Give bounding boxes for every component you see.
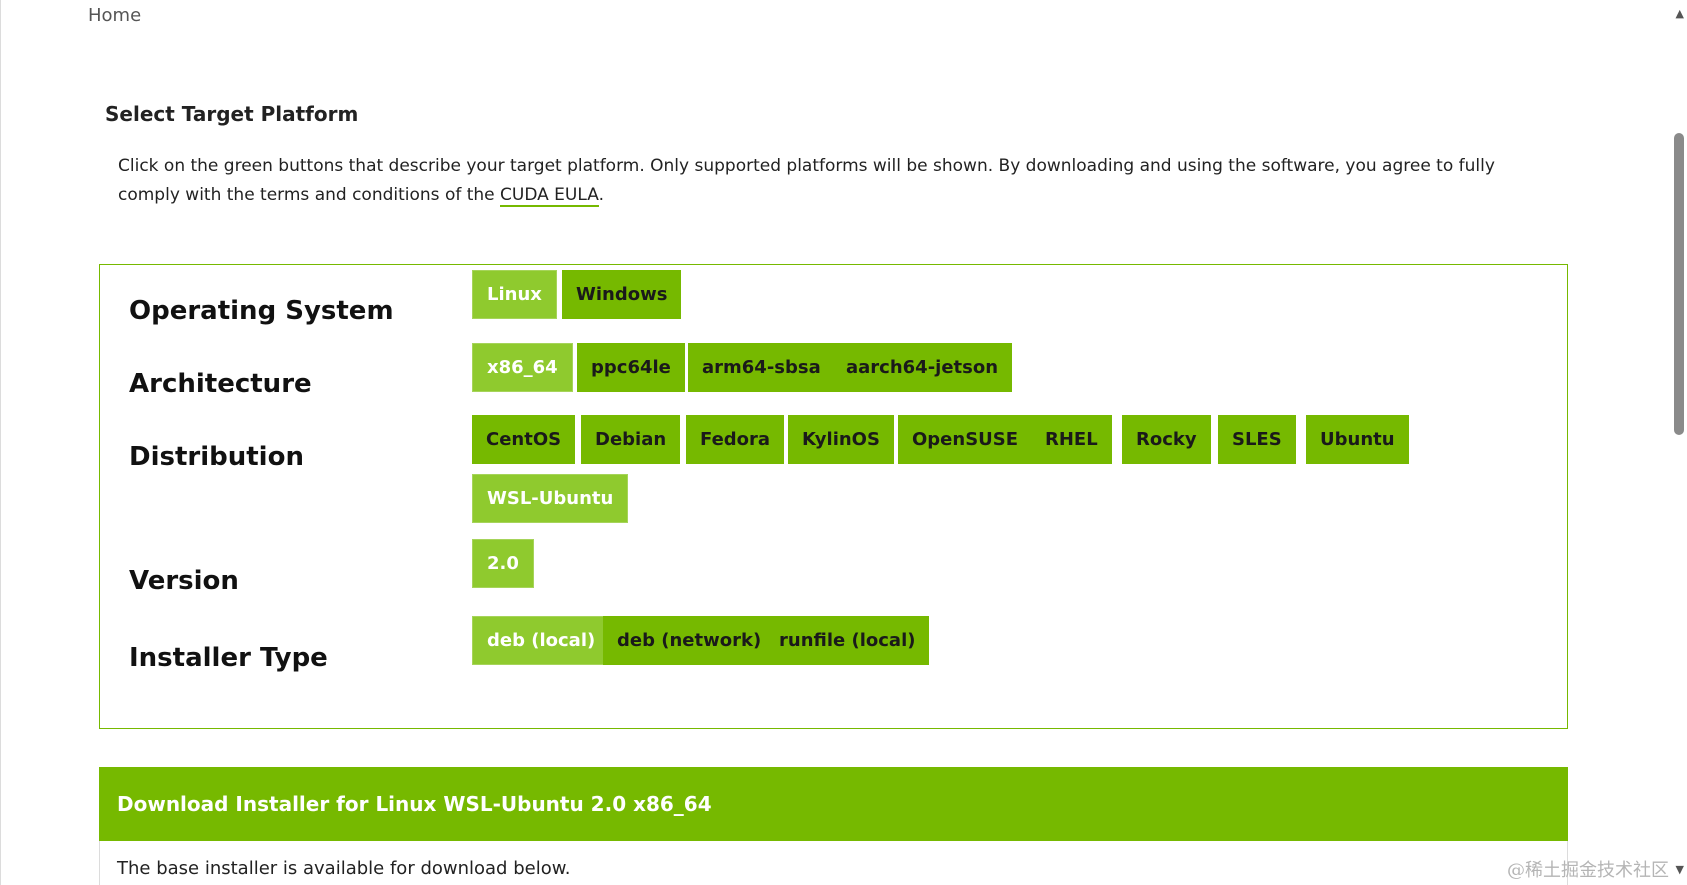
- distro-option-wsl-ubuntu[interactable]: WSL-Ubuntu: [472, 474, 629, 523]
- version-label: Version: [129, 566, 239, 596]
- intro-body: Click on the green buttons that describe…: [118, 156, 1495, 205]
- installer-option-runfile-local[interactable]: runfile (local): [765, 616, 930, 665]
- distro-option-fedora[interactable]: Fedora: [686, 415, 785, 464]
- installer-label: Installer Type: [129, 643, 328, 673]
- triangle-down-icon[interactable]: ▼: [1675, 863, 1684, 876]
- installer-option-deb-network[interactable]: deb (network): [603, 616, 776, 665]
- scrollbar-thumb[interactable]: [1674, 133, 1684, 435]
- cuda-eula-link[interactable]: CUDA EULA: [500, 185, 599, 207]
- triangle-up-icon[interactable]: ▲: [1675, 7, 1684, 20]
- intro-end: .: [598, 185, 604, 205]
- os-option-windows[interactable]: Windows: [562, 270, 682, 319]
- scrollbar[interactable]: ▲ ▼: [1671, 0, 1687, 885]
- left-divider: [0, 0, 1, 885]
- section-title: Select Target Platform: [105, 102, 359, 126]
- os-label: Operating System: [129, 296, 394, 326]
- installer-option-deb-local[interactable]: deb (local): [472, 616, 611, 665]
- platform-selector: [99, 264, 1568, 729]
- arch-option-x86-64[interactable]: x86_64: [472, 343, 573, 392]
- distro-option-kylinos[interactable]: KylinOS: [788, 415, 894, 464]
- distro-option-opensuse[interactable]: OpenSUSE: [898, 415, 1033, 464]
- distro-option-ubuntu[interactable]: Ubuntu: [1306, 415, 1409, 464]
- breadcrumb-home[interactable]: Home: [88, 5, 142, 26]
- distro-option-sles[interactable]: SLES: [1218, 415, 1296, 464]
- arch-option-aarch64-jetson[interactable]: aarch64-jetson: [832, 343, 1013, 392]
- arch-option-ppc64le[interactable]: ppc64le: [577, 343, 685, 392]
- download-banner: Download Installer for Linux WSL-Ubuntu …: [99, 767, 1568, 841]
- distro-label: Distribution: [129, 442, 304, 472]
- watermark: @稀土掘金技术社区: [1507, 860, 1669, 881]
- download-body: [99, 841, 1568, 885]
- distro-option-rocky[interactable]: Rocky: [1122, 415, 1211, 464]
- arch-label: Architecture: [129, 369, 312, 399]
- version-option-2-0[interactable]: 2.0: [472, 539, 534, 588]
- arch-option-arm64-sbsa[interactable]: arm64-sbsa: [688, 343, 835, 392]
- download-note: The base installer is available for down…: [117, 858, 571, 879]
- os-option-linux[interactable]: Linux: [472, 270, 557, 319]
- distro-option-centos[interactable]: CentOS: [472, 415, 576, 464]
- distro-option-rhel[interactable]: RHEL: [1031, 415, 1112, 464]
- intro-text: Click on the green buttons that describe…: [118, 152, 1538, 210]
- distro-option-debian[interactable]: Debian: [581, 415, 681, 464]
